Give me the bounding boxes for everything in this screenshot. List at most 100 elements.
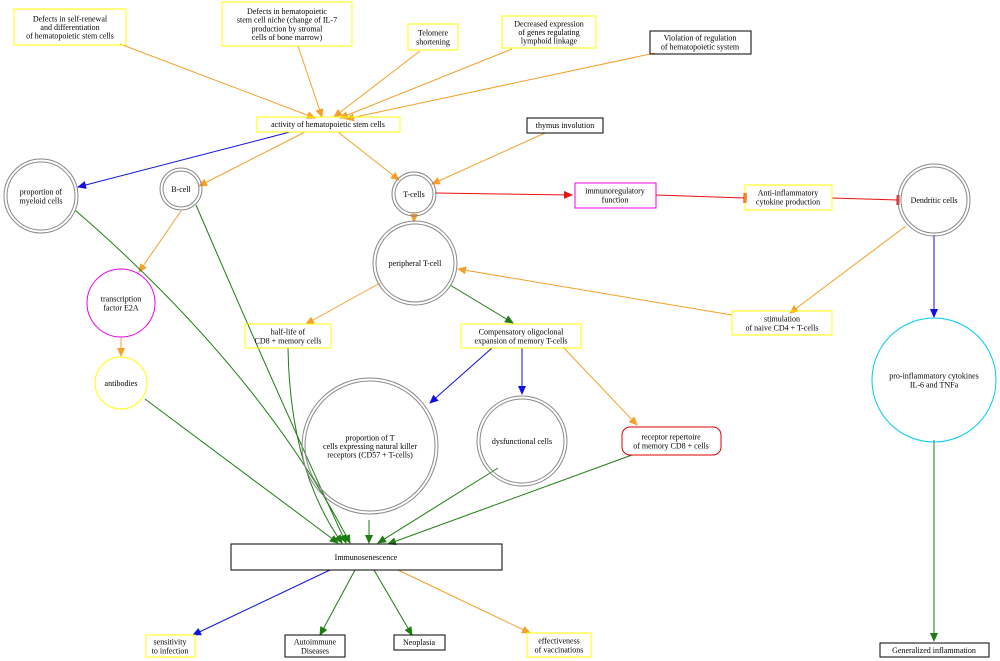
label-line: Decreased expression [514, 19, 584, 28]
edge-self-renewal-to-hsc [119, 43, 316, 119]
edge-immunosenescence-to-vaccinations [397, 569, 531, 634]
edge-bcell-to-immunosenescence [195, 204, 347, 544]
label-line: Telomere [418, 29, 449, 38]
label-line: stem cell niche (change of IL-7 [237, 16, 337, 25]
edge-peripheral-to-compensatory [449, 284, 514, 324]
node-stem-niche-box [221, 1, 353, 47]
edge-decreased-expression-to-hsc [339, 48, 513, 119]
label-line: proportion of T [345, 433, 394, 442]
label-line: pro-inflammatory cytokines [889, 372, 979, 381]
node-antibodies: antibodies [105, 379, 138, 388]
node-dendritic: Dendritic cells [911, 196, 958, 205]
node-stimulation-box [731, 310, 833, 336]
node-self-renewal-box [13, 8, 127, 46]
node-infection-box [145, 634, 196, 658]
node-peripheral-outer [372, 220, 458, 306]
label-line: B-cell [171, 185, 191, 194]
label-line: stimulation [764, 315, 800, 324]
node-tcells-inner [394, 174, 434, 214]
node-antibodies-circle [94, 356, 148, 410]
node-immunosenescence: Immunosenescence [335, 553, 398, 562]
edge-dendritic-to-stimulation [789, 225, 907, 314]
edge-stimulation-to-peripheral [457, 266, 733, 316]
edge-compensatory-to-cd57 [429, 347, 493, 404]
label-line: activity of hematopoietic stem cells [271, 120, 385, 129]
label-line: Anti-inflammatory [758, 189, 818, 198]
node-dendritic-outer [897, 163, 971, 237]
label-line: T-cells [403, 190, 424, 199]
label-line: half-life of [271, 328, 306, 337]
node-tcells-outer [391, 171, 437, 217]
edge-stem-niche-to-hsc [297, 45, 324, 118]
label-line: dysfunctional cells [492, 437, 552, 446]
edge-hsc-to-tcells [337, 131, 400, 181]
edge-violation-to-hsc [345, 52, 656, 122]
label-line: proportion of [20, 188, 63, 197]
label-line: thymus involution [536, 121, 594, 130]
label-line: shortening [416, 37, 450, 46]
edge-dysfunctional-to-immunosenescence [377, 467, 499, 544]
label-line: receptor repertoire [641, 433, 701, 442]
label-line: factor E2A [103, 303, 139, 312]
node-dysfunctional-outer [476, 395, 568, 487]
edge-immunosenescence-to-autoimmune [319, 569, 356, 636]
label-line: Neoplasia [403, 638, 435, 647]
label-line: function [602, 195, 629, 204]
label-line: CD8 + memory cells [255, 336, 322, 345]
node-neoplasia-box [393, 634, 446, 651]
node-immunosenescence-box [230, 543, 503, 571]
label-line: Compensatory oligoclonal [479, 328, 564, 337]
node-tcells: T-cells [403, 190, 424, 199]
node-peripheral: peripheral T-cell [389, 259, 442, 268]
node-bcell: B-cell [171, 185, 191, 194]
edge-antiinflammatory-inhibits-dendritic [831, 194, 900, 206]
label-line: cells of bone marrow) [252, 33, 323, 42]
node-myeloid-outer [3, 158, 79, 234]
edge-thymus-to-tcells [431, 132, 546, 185]
edge-immunosenescence-to-infection [192, 569, 331, 636]
node-dendritic-inner [900, 166, 968, 234]
label-line: effectiveness [538, 637, 580, 646]
edge-hsc-to-myeloid [77, 131, 291, 189]
label-line: immunoregulatory [585, 187, 645, 196]
label-line: Defects in hematopoietic [247, 7, 327, 16]
node-neoplasia: Neoplasia [403, 638, 435, 647]
edges [74, 43, 938, 642]
node-generalized: Generalized inflammation [892, 646, 976, 655]
label-line: of naive CD4 + T-cells [746, 323, 819, 332]
label-line: peripheral T-cell [389, 259, 442, 268]
edge-antibodies-to-immunosenescence [144, 398, 339, 544]
edge-tcells-to-immunoregulatory [434, 190, 573, 199]
edge-peripheral-to-halflife [305, 282, 381, 325]
node-dysfunctional-inner [479, 398, 565, 484]
node-dysfunctional: dysfunctional cells [492, 437, 552, 446]
label-line: expansion of memory T-cells [474, 336, 567, 345]
label-line: Violation of regulation [664, 34, 737, 43]
label-line: Generalized inflammation [892, 646, 976, 655]
label-line: of vaccinations [535, 645, 584, 654]
edge-bcell-to-e2a [138, 210, 182, 273]
label-line: Defects in self-renewal [33, 14, 108, 23]
label-line: and differentiation [40, 23, 99, 32]
node-compensatory-box [460, 323, 582, 349]
edge-myeloid-to-immunosenescence [74, 209, 351, 544]
node-hsc-activity: activity of hematopoietic stem cells [271, 120, 385, 129]
label-line: Immunosenescence [335, 553, 398, 562]
node-autoimmune-box [284, 634, 346, 658]
edge-telomere-to-hsc [333, 50, 421, 118]
label-line: of memory CD8 + cells [633, 441, 709, 450]
node-bcell-inner [162, 170, 200, 208]
